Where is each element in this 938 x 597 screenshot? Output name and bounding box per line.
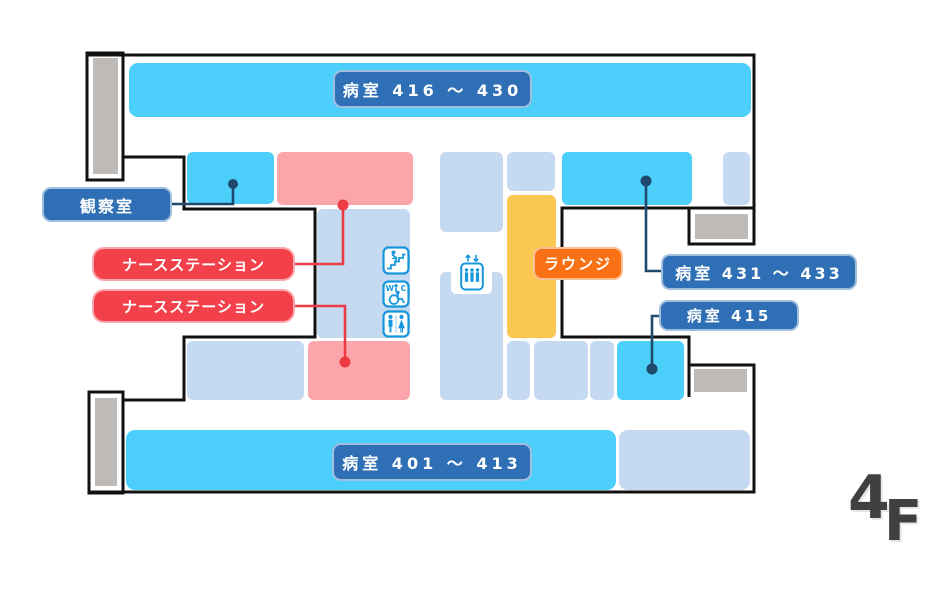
utility-room-h [619,430,750,490]
left-courtyard-wall [123,155,317,402]
utility-room-g [590,341,614,400]
navy-connectors [172,181,662,369]
svg-text:C: C [401,284,407,293]
red-connectors [294,206,347,361]
utility-room-c [723,152,750,205]
floor-indicator: 4 F [848,468,938,558]
utility-room-f [534,341,588,400]
label-rooms-401-413: 病室 401 〜 413 [332,443,532,481]
red-connector-dots [337,199,351,368]
stairs-icon [382,246,410,275]
right-upper-notch-wall [687,208,756,246]
utility-room-e [507,341,530,400]
label-room-415: 病室 415 [659,300,799,331]
accessible-wc-icon: W C [382,280,410,308]
stair-shaft-right-lower [692,367,749,394]
svg-text:W: W [386,284,395,293]
top-left-shaft-wall [85,51,125,182]
restroom-icon [382,310,410,338]
utility-room-a [440,152,503,232]
label-rooms-431-433: 病室 431 〜 433 [661,254,857,290]
label-nurse-station-lower: ナースステーション [92,289,295,323]
utility-room-b [507,152,555,191]
stair-shaft-right-upper [693,212,750,241]
observation-room-block [187,152,274,204]
nurse-station-upper-block [277,152,413,205]
label-observation-room: 観察室 [42,187,172,222]
stair-shaft-top-left [91,56,120,176]
elevator-icon [460,253,484,291]
utility-room-d [187,341,304,400]
bottom-left-shaft-wall [87,390,125,495]
nurse-station-lower-block [308,341,410,400]
room-431-433-block [562,152,692,205]
label-lounge: ラウンジ [533,247,623,280]
stair-shaft-bottom-left [93,396,119,488]
floor-suffix: F [884,489,923,554]
label-rooms-416-430: 病室 416 〜 430 [333,70,532,108]
floor-number: 4 [848,463,890,533]
navy-connector-dots [228,175,658,375]
label-nurse-station-upper: ナースステーション [92,247,295,281]
outer-wall [87,53,756,494]
